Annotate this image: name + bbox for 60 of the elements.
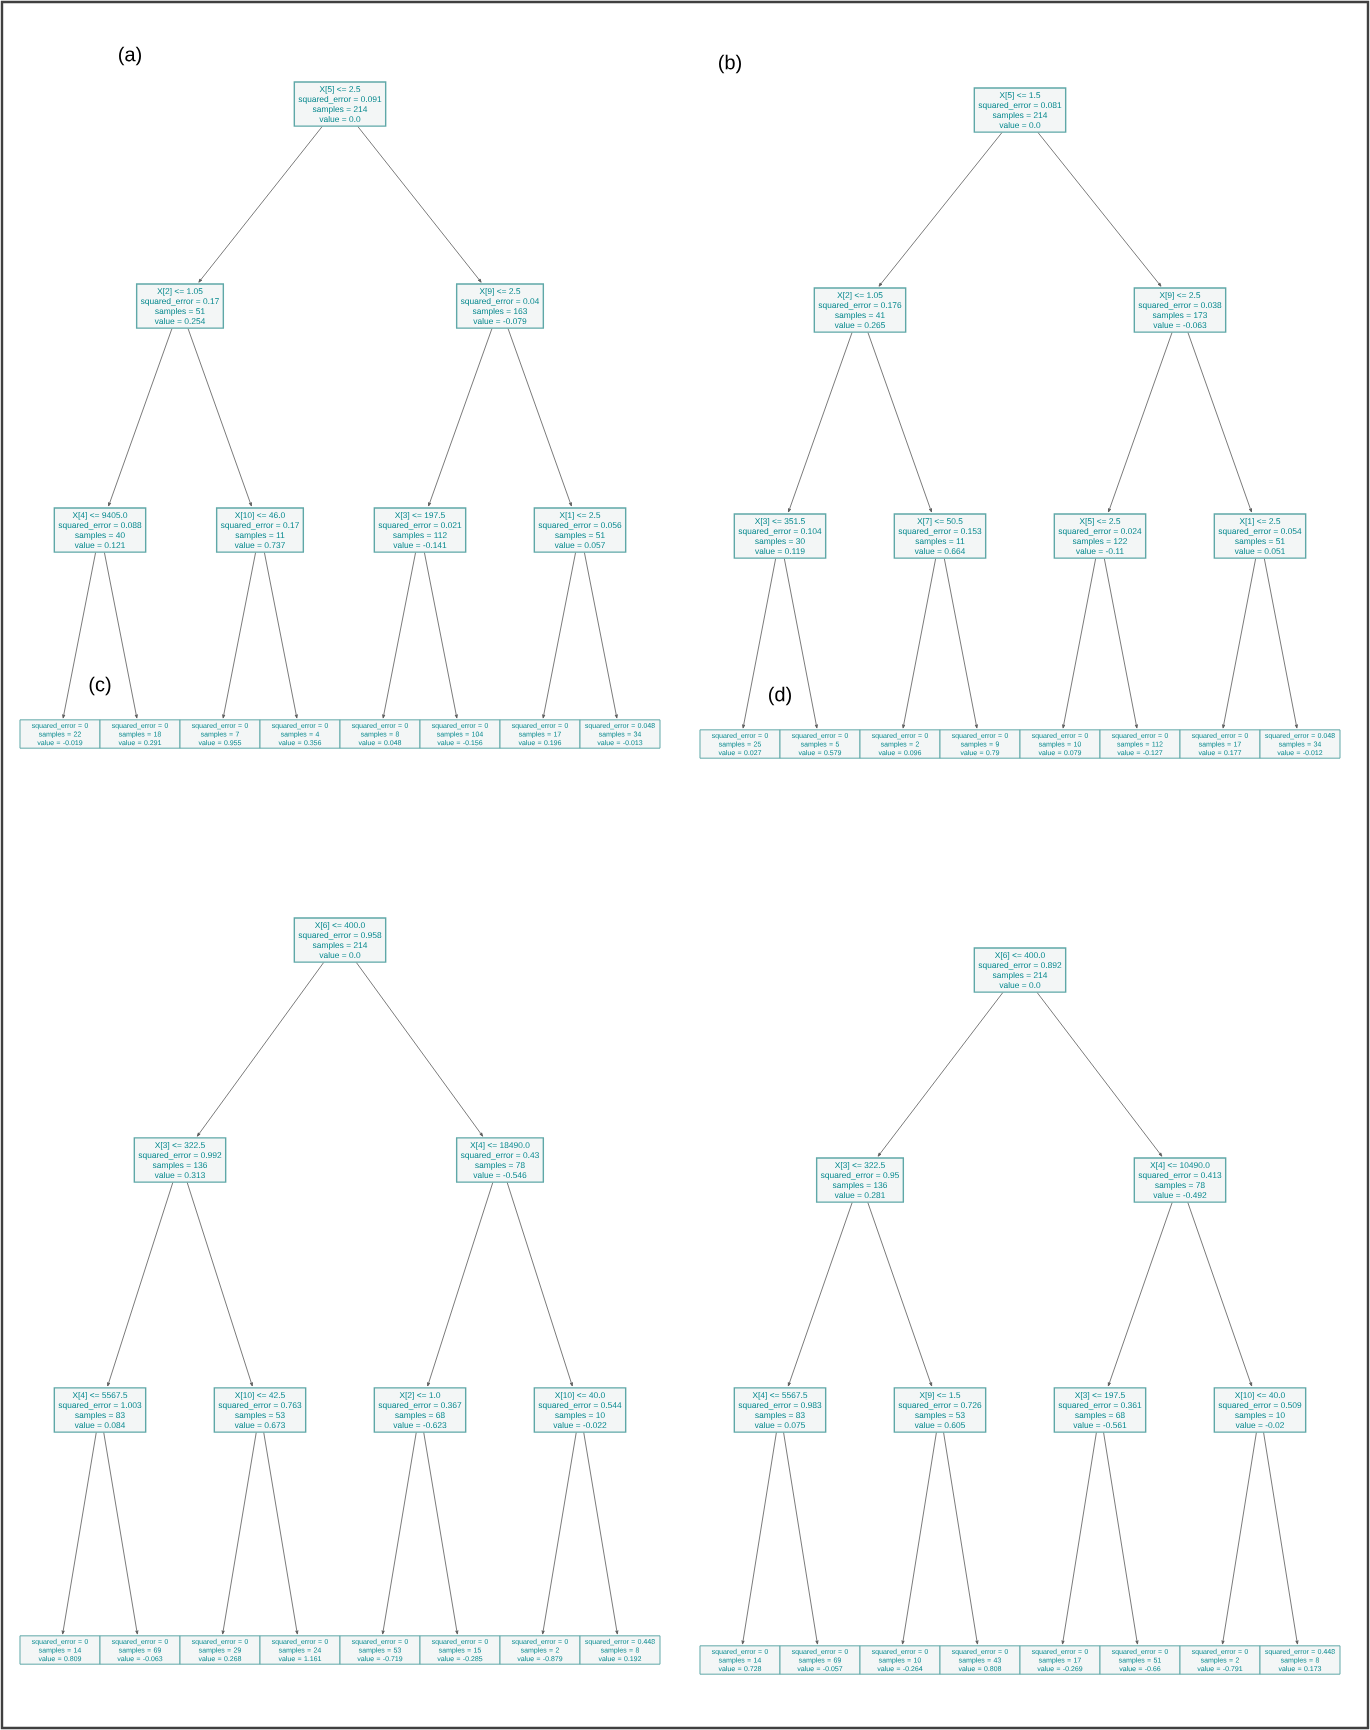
arrow bbox=[263, 1432, 299, 1635]
panel-label: (c) bbox=[89, 676, 111, 696]
panel-label: (b) bbox=[719, 54, 741, 74]
arrow bbox=[424, 552, 458, 719]
arrow bbox=[901, 1432, 937, 1645]
arrow bbox=[943, 558, 978, 729]
arrow bbox=[506, 1182, 573, 1387]
arrow bbox=[1036, 992, 1163, 1157]
arrow bbox=[108, 328, 173, 507]
arrow bbox=[103, 1432, 139, 1635]
arrow bbox=[783, 1432, 819, 1645]
arrow bbox=[107, 1182, 174, 1387]
arrow bbox=[1187, 1202, 1253, 1387]
arrow bbox=[1103, 558, 1138, 729]
arrow bbox=[867, 1202, 933, 1387]
arrow bbox=[943, 1432, 979, 1645]
arrow bbox=[187, 328, 252, 507]
arrow bbox=[1061, 1432, 1097, 1645]
arrow bbox=[427, 1182, 494, 1387]
arrow bbox=[62, 552, 96, 719]
arrow bbox=[584, 552, 618, 719]
arrow bbox=[222, 552, 256, 719]
arrow bbox=[356, 962, 484, 1137]
arrow bbox=[221, 1432, 257, 1635]
arrow bbox=[783, 558, 818, 729]
arrow bbox=[428, 328, 493, 507]
arrow bbox=[381, 1432, 417, 1635]
arrow bbox=[542, 552, 576, 719]
arrow bbox=[1107, 1202, 1173, 1387]
arrow bbox=[264, 552, 298, 719]
arrow bbox=[1222, 558, 1256, 729]
arrow bbox=[1062, 558, 1096, 729]
arrow bbox=[788, 332, 853, 513]
arrow bbox=[583, 1432, 619, 1635]
arrow bbox=[357, 126, 482, 283]
arrow bbox=[61, 1432, 97, 1635]
arrow bbox=[541, 1432, 577, 1635]
arrow bbox=[742, 558, 776, 729]
arrow bbox=[1103, 1432, 1139, 1645]
arrow bbox=[902, 558, 936, 729]
arrow bbox=[1187, 332, 1252, 513]
arrow bbox=[1263, 1432, 1299, 1645]
panel-label: (d) bbox=[769, 686, 791, 706]
arrow bbox=[186, 1182, 253, 1387]
arrow bbox=[1263, 558, 1298, 729]
arrow bbox=[1108, 332, 1173, 513]
arrow bbox=[104, 552, 138, 719]
arrow bbox=[196, 962, 324, 1137]
arrow bbox=[877, 992, 1004, 1157]
panel-label: (a) bbox=[119, 46, 141, 66]
arrow bbox=[741, 1432, 777, 1645]
arrow bbox=[507, 328, 572, 507]
arrow bbox=[867, 332, 932, 513]
arrow bbox=[382, 552, 416, 719]
arrow bbox=[1037, 132, 1162, 287]
arrow bbox=[787, 1202, 853, 1387]
arrow bbox=[423, 1432, 459, 1635]
arrow bbox=[198, 126, 323, 283]
arrow bbox=[1221, 1432, 1257, 1645]
arrow bbox=[878, 132, 1003, 287]
